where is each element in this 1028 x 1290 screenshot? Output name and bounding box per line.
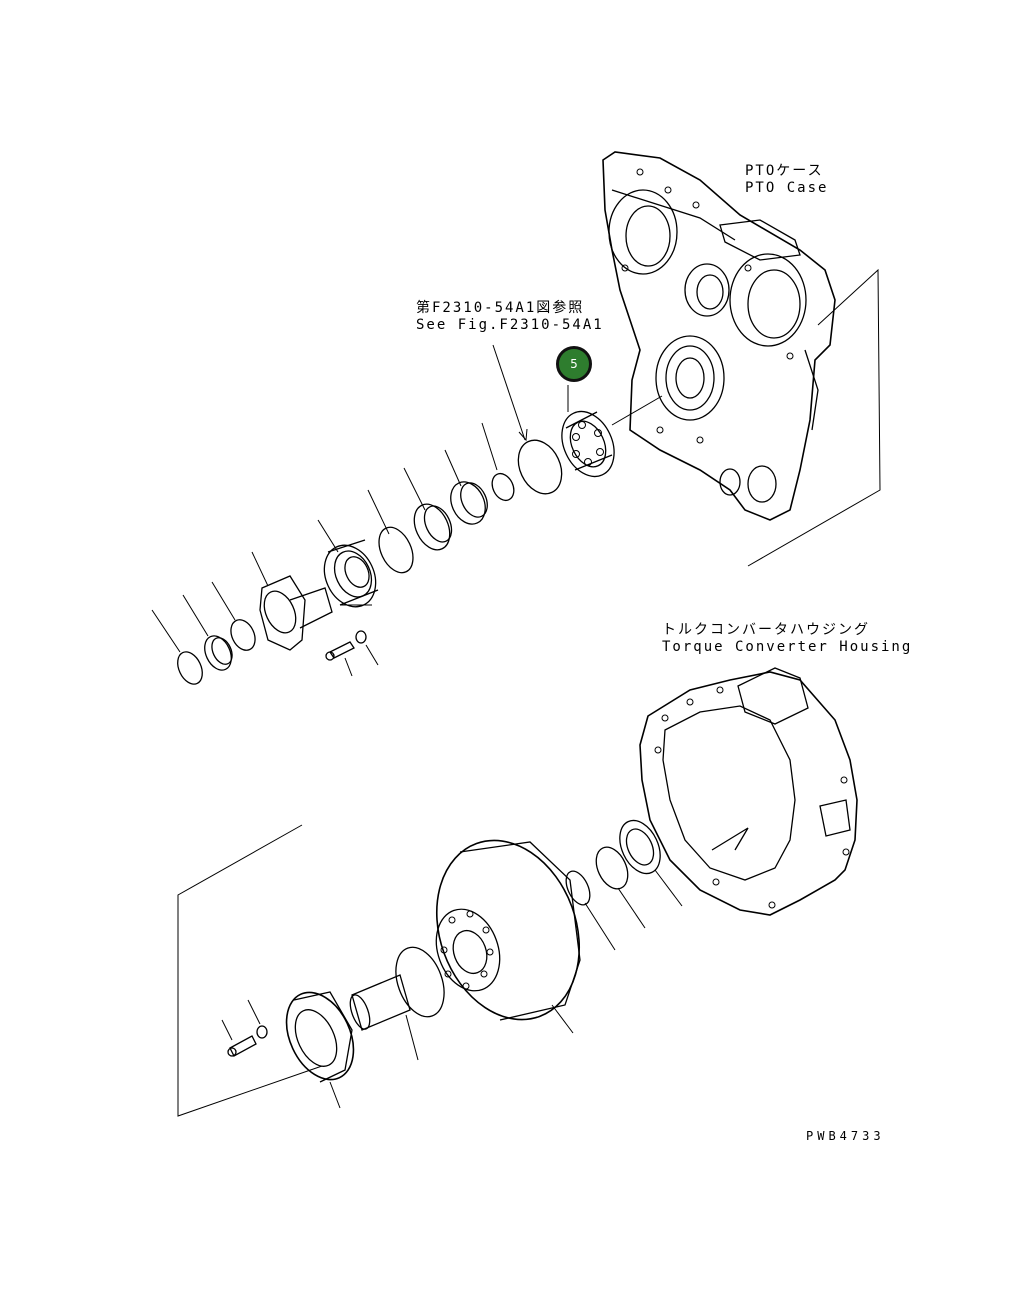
- callout-item-5[interactable]: 5: [556, 346, 592, 382]
- upper-parts: [151, 344, 615, 685]
- see-figure-label-jp: 第F2310-54A1図参照: [416, 300, 585, 316]
- callout-number: 5: [570, 357, 578, 371]
- pto-case: [602, 151, 881, 567]
- torque-converter-housing: [639, 667, 858, 916]
- see-figure-reference[interactable]: 第F2310-54A1図参照 See Fig.F2310-54A1: [416, 300, 604, 334]
- pto-case-label: PTOケース PTO Case: [745, 163, 828, 197]
- torque-converter-label: トルクコンバータハウジング Torque Converter Housing: [662, 622, 912, 656]
- see-figure-label-en: See Fig.F2310-54A1: [416, 317, 604, 333]
- lower-parts: [177, 819, 683, 1117]
- pto-case-label-jp: PTOケース: [745, 163, 824, 179]
- pto-case-label-en: PTO Case: [745, 180, 829, 196]
- torque-converter-label-jp: トルクコンバータハウジング: [662, 622, 870, 638]
- drawing-number: PWB4733: [806, 1129, 885, 1143]
- torque-converter-label-en: Torque Converter Housing: [662, 639, 913, 655]
